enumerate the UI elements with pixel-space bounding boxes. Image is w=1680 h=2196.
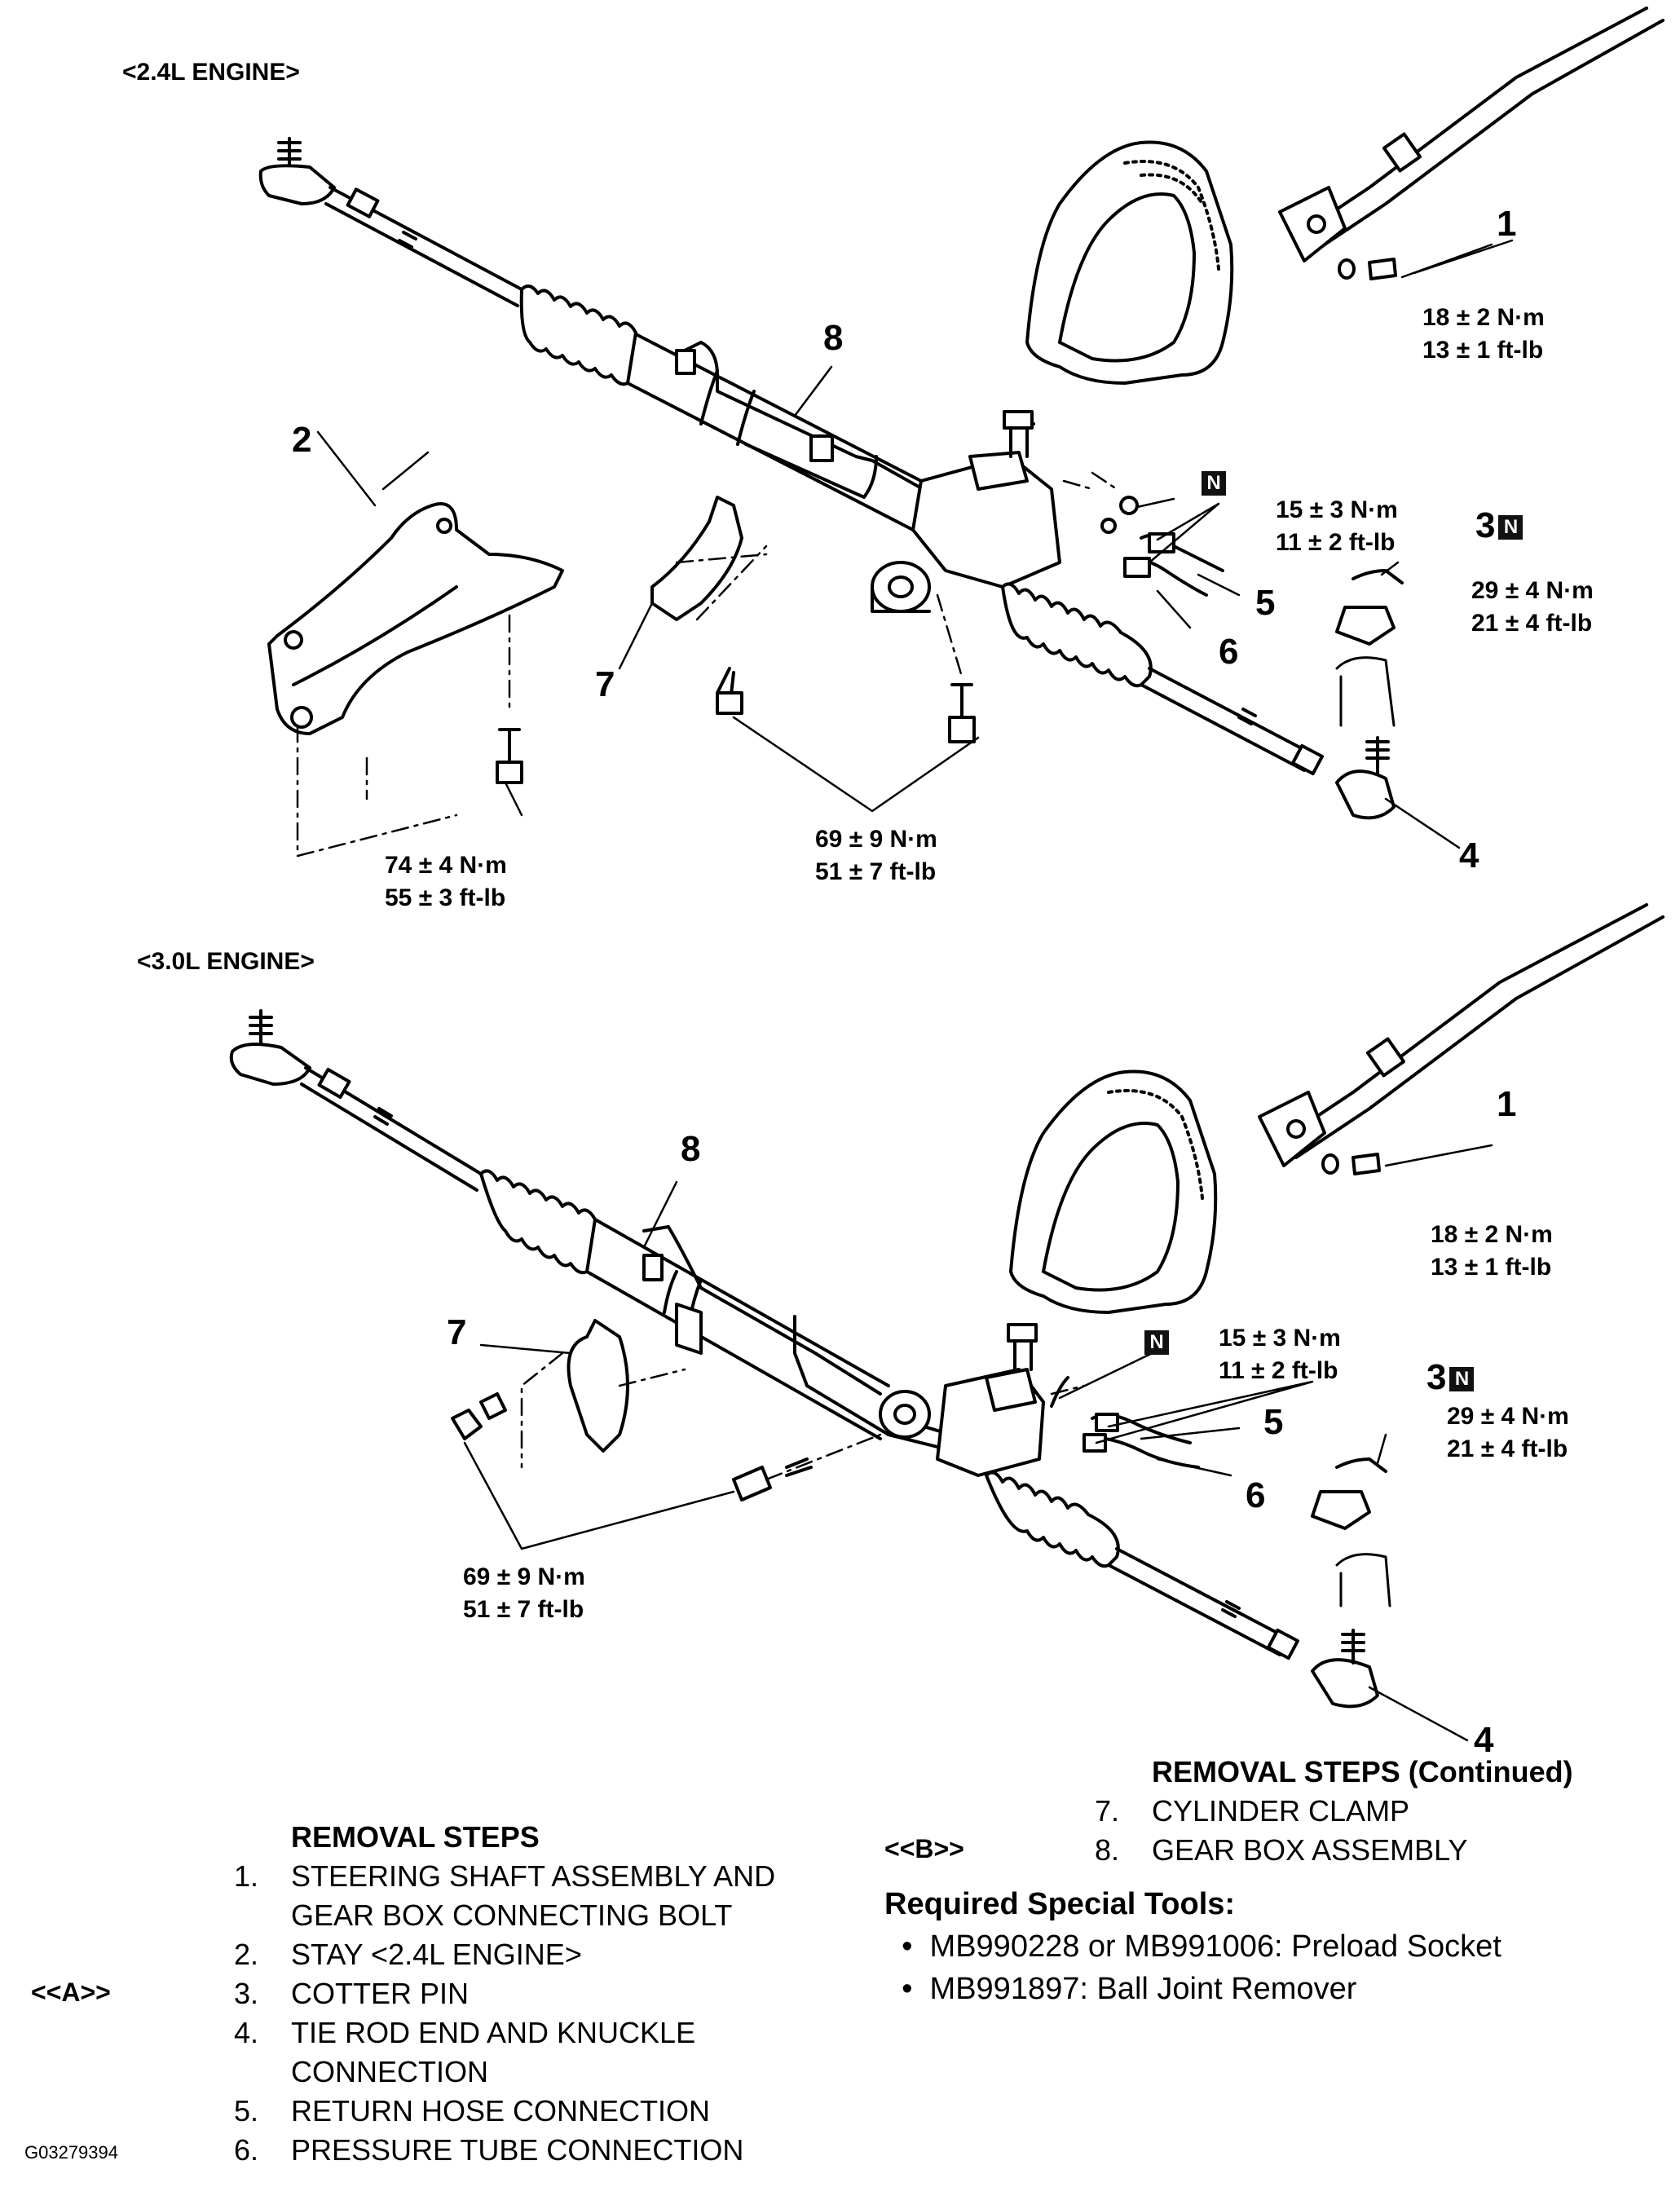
top-stay-bracket <box>267 502 564 858</box>
callout-1-b: 1 <box>1497 1084 1517 1124</box>
callout-2: 2 <box>292 420 312 460</box>
callout-5: 5 <box>1255 583 1276 623</box>
top-leader-lines <box>316 239 1514 849</box>
engine-label-2-4l: <2.4L ENGINE> <box>122 59 300 86</box>
callout-6: 6 <box>1219 632 1239 672</box>
removal-steps: REMOVAL STEPS 1.STEERING SHAFT ASSEMBLY … <box>234 1818 870 2170</box>
top-gearbox-assembly <box>258 137 1396 820</box>
step-row: 2.STAY <2.4L ENGINE> <box>234 1938 582 1971</box>
top-steering-shaft <box>1278 7 1665 280</box>
callout-8: 8 <box>823 318 844 358</box>
removal-steps-title: REMOVAL STEPS <box>291 1820 540 1854</box>
top-cylinder-clamp <box>650 496 976 743</box>
callout-1: 1 <box>1497 204 1517 244</box>
step-row: 5.RETURN HOSE CONNECTION <box>234 2094 711 2128</box>
tag-b: <<B>> <box>884 1834 964 1863</box>
step-row: 7.CYLINDER CLAMP <box>1095 1794 1410 1828</box>
top-dust-cover <box>1025 140 1234 385</box>
bottom-gearbox-assembly <box>229 1009 1379 1709</box>
removal-steps-continued: REMOVAL STEPS (Continued) 7.CYLINDER CLA… <box>1095 1753 1665 1870</box>
top-hose-fittings <box>1062 471 1404 727</box>
callout-5-b: 5 <box>1263 1402 1284 1442</box>
torque-steering-bolt: 18 ± 2 N·m 13 ± 1 ft-lb <box>1422 304 1545 364</box>
torque-clamp-bolt-b: 69 ± 9 N·m 51 ± 7 ft-lb <box>463 1563 585 1623</box>
removal-steps-continued-title: REMOVAL STEPS (Continued) <box>1152 1755 1573 1788</box>
step-row: 3.COTTER PIN <box>234 1977 470 2010</box>
new-part-mark: N <box>1198 471 1226 496</box>
engine-label-3-0l: <3.0L ENGINE> <box>137 948 315 975</box>
torque-stay-bolt: 74 ± 4 N·m 55 ± 3 ft-lb <box>385 852 507 911</box>
tool-item: • MB990228 or MB991006: Preload Socket <box>884 1929 1501 1964</box>
torque-tie-rod-nut: 29 ± 4 N·m 21 ± 4 ft-lb <box>1471 577 1594 637</box>
callout-4: 4 <box>1459 836 1479 875</box>
tool-item: • MB991897: Ball Joint Remover <box>884 1972 1357 2006</box>
tag-a: <<A>> <box>31 1978 111 2007</box>
step-row: 6.PRESSURE TUBE CONNECTION <box>234 2133 744 2167</box>
step-row: GEAR BOX CONNECTING BOLT <box>291 1898 733 1932</box>
torque-clamp-bolt: 69 ± 9 N·m 51 ± 7 ft-lb <box>815 826 937 885</box>
callout-8-b: 8 <box>681 1129 701 1169</box>
step-row: 1.STEERING SHAFT ASSEMBLY AND <box>234 1859 776 1893</box>
new-part-mark-b: N <box>1141 1330 1169 1355</box>
bottom-leader-lines <box>463 1144 1493 1742</box>
callout-7-b: 7 <box>447 1312 467 1352</box>
step-row: CONNECTION <box>291 2055 488 2088</box>
bottom-dust-cover <box>1009 1069 1218 1314</box>
torque-hose-b: 15 ± 3 N·m 11 ± 2 ft-lb <box>1219 1325 1341 1384</box>
step-row: 8.GEAR BOX ASSEMBLY <box>1095 1833 1468 1867</box>
torque-tie-rod-nut-b: 29 ± 4 N·m 21 ± 4 ft-lb <box>1447 1403 1569 1462</box>
step-row: 4.TIE ROD END AND KNUCKLE <box>234 2016 696 2049</box>
callout-6-b: 6 <box>1246 1475 1266 1515</box>
callout-4-b: 4 <box>1474 1720 1494 1760</box>
special-tools: Required Special Tools: • MB990228 or MB… <box>884 1883 1501 2010</box>
special-tools-title: Required Special Tools: <box>884 1887 1236 1921</box>
bottom-steering-shaft <box>1258 903 1665 1175</box>
figure-id: G03279394 <box>24 2142 118 2163</box>
torque-steering-bolt-b: 18 ± 2 N·m 13 ± 1 ft-lb <box>1431 1221 1553 1281</box>
callout-7: 7 <box>595 664 615 704</box>
bottom-cylinder-clamp <box>451 1319 882 1501</box>
torque-hose: 15 ± 3 N·m 11 ± 2 ft-lb <box>1276 496 1398 556</box>
bottom-hose-fittings <box>1050 1376 1391 1607</box>
